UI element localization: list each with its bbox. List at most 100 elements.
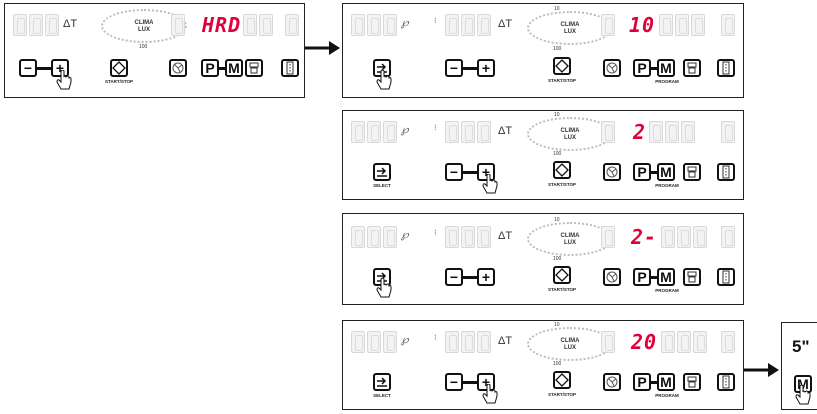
chef-button[interactable] [683, 373, 701, 391]
segment-digit [601, 121, 615, 143]
fan-icon [606, 62, 618, 74]
p-button[interactable]: P [633, 59, 651, 77]
p-button[interactable]: P [633, 268, 651, 286]
fan-button[interactable] [603, 59, 621, 77]
m-button[interactable]: M [657, 373, 675, 391]
door-button[interactable] [281, 59, 299, 77]
select-button[interactable] [373, 59, 391, 77]
minus-button[interactable]: − [445, 373, 463, 391]
door-button[interactable] [717, 268, 735, 286]
door-icon [722, 61, 730, 75]
start-stop-button[interactable] [553, 371, 571, 389]
minus-button[interactable]: − [19, 59, 37, 77]
segment-digit [383, 226, 397, 248]
start-stop-caption: START/STOP [547, 182, 577, 187]
segment-digit [693, 331, 707, 353]
program-caption: PROGRAM [655, 393, 679, 398]
segment-digit [367, 226, 381, 248]
segment-digit [383, 331, 397, 353]
lux-label: LUX [564, 29, 576, 35]
chef-icon [249, 62, 259, 74]
clima-label: CLIMA [134, 20, 154, 26]
p-button[interactable]: P [633, 373, 651, 391]
button-connector [651, 67, 657, 70]
segment-digit [461, 121, 475, 143]
main-display: HRD [202, 13, 242, 37]
m-button[interactable]: M [657, 268, 675, 286]
tick-top-label: 10 [554, 322, 560, 328]
clima-lux-dial[interactable]: CLIMA LUX [101, 9, 187, 43]
p-button[interactable]: P [633, 163, 651, 181]
chef-button[interactable] [245, 59, 263, 77]
control-panel-step-1: ΔT CLIMA LUX 100 HRD − + START/STOP P M [4, 3, 305, 98]
chef-button[interactable] [683, 163, 701, 181]
door-button[interactable] [717, 163, 735, 181]
start-stop-caption: START/STOP [547, 78, 577, 83]
fan-button[interactable] [603, 373, 621, 391]
tick-bottom-label: 100 [139, 44, 148, 50]
fan-icon [606, 271, 618, 283]
segment-digit [721, 14, 735, 36]
m-button[interactable]: M [657, 59, 675, 77]
minus-button[interactable]: − [445, 59, 463, 77]
clima-label: CLIMA [560, 338, 580, 344]
start-stop-button[interactable] [553, 57, 571, 75]
plus-button[interactable]: + [477, 59, 495, 77]
control-panel-step-2: ℘ ⁝ ΔT 10 CLIMA LUX 100 10 − + START/STO… [342, 3, 744, 98]
lux-label: LUX [564, 345, 576, 351]
plus-button[interactable]: + [477, 268, 495, 286]
start-stop-caption: START/STOP [104, 79, 134, 84]
hand-pointer-icon [56, 70, 72, 90]
button-connector [651, 171, 657, 174]
button-connector [651, 276, 657, 279]
program-caption: PROGRAM [655, 288, 679, 293]
m-button[interactable]: M [225, 59, 243, 77]
delta-t-label: ΔT [498, 125, 513, 137]
segment-digit [659, 14, 673, 36]
select-button[interactable] [373, 373, 391, 391]
segment-digit [721, 121, 735, 143]
probe-icon: ℘ [401, 124, 409, 136]
probe-icon: ℘ [401, 334, 409, 346]
thermometer-icon: ⁝ [434, 333, 437, 342]
segment-digit [477, 331, 491, 353]
lux-label: LUX [564, 135, 576, 141]
segment-digit [383, 14, 397, 36]
fan-icon [606, 376, 618, 388]
start-stop-button[interactable] [553, 161, 571, 179]
door-button[interactable] [717, 373, 735, 391]
select-button[interactable] [373, 163, 391, 181]
segment-digit [661, 226, 675, 248]
segment-digit [351, 226, 365, 248]
clima-label: CLIMA [560, 22, 580, 28]
segment-digit [691, 14, 705, 36]
segment-digit [601, 331, 615, 353]
minus-button[interactable]: − [445, 268, 463, 286]
door-button[interactable] [717, 59, 735, 77]
start-stop-icon [555, 268, 569, 282]
segment-digit [461, 226, 475, 248]
hand-pointer-icon [795, 385, 811, 405]
segment-digit [445, 226, 459, 248]
fan-button[interactable] [603, 268, 621, 286]
m-button[interactable]: M [657, 163, 675, 181]
chef-button[interactable] [683, 268, 701, 286]
fan-button[interactable] [603, 163, 621, 181]
minus-button[interactable]: − [445, 163, 463, 181]
p-button[interactable]: P [201, 59, 219, 77]
m-button[interactable]: M [794, 375, 812, 393]
button-connector [463, 276, 477, 279]
button-connector [37, 67, 51, 70]
start-stop-button[interactable] [110, 59, 128, 77]
segment-digit [13, 14, 27, 36]
button-connector [463, 381, 477, 384]
segment-digit [259, 14, 273, 36]
start-stop-button[interactable] [553, 266, 571, 284]
clima-label: CLIMA [560, 128, 580, 134]
chef-icon [687, 166, 697, 178]
chef-button[interactable] [683, 59, 701, 77]
segment-digit [367, 14, 381, 36]
select-icon [377, 377, 387, 387]
fan-button[interactable] [169, 59, 187, 77]
fan-icon [172, 62, 184, 74]
